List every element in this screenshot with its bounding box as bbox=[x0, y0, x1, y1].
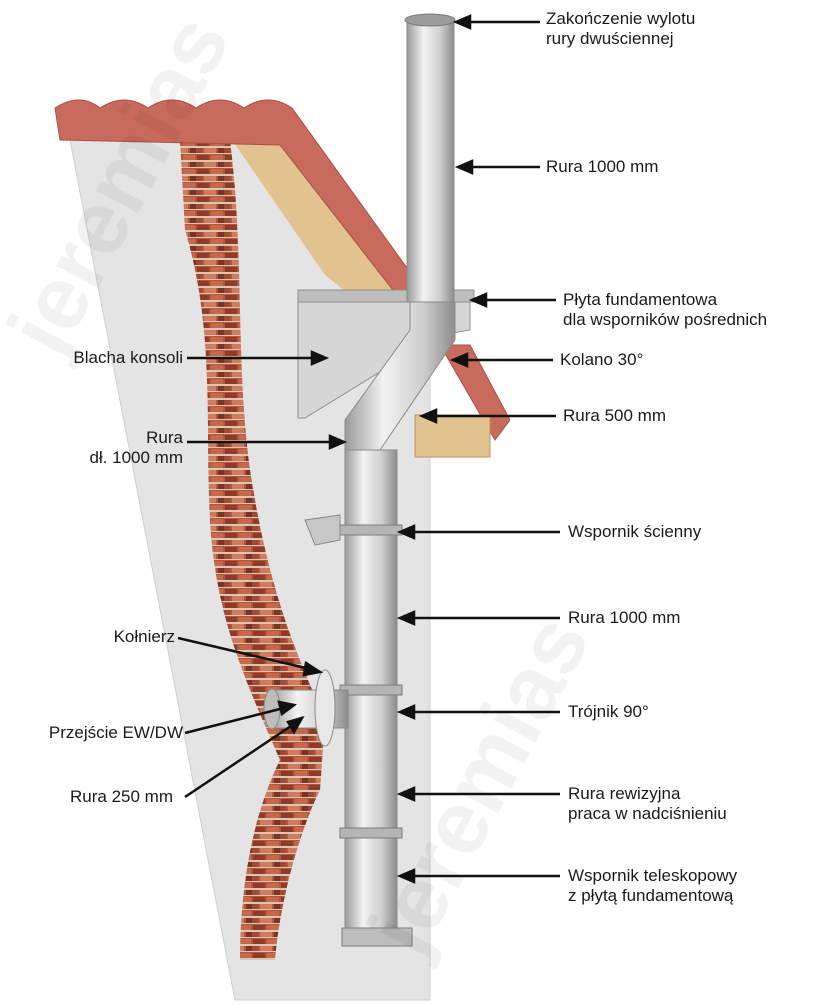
label-pipe-mid: Rura 1000 mm bbox=[568, 608, 681, 627]
leader-lines bbox=[177, 14, 560, 884]
label-elbow: Kolano 30° bbox=[560, 350, 644, 369]
label-pipe-top: Rura 1000 mm bbox=[546, 157, 659, 176]
label-transition: Przejście EW/DW bbox=[48, 723, 183, 742]
foot-plate-shape bbox=[341, 927, 413, 947]
pipe-top-shape bbox=[406, 21, 455, 303]
flange-shape bbox=[314, 669, 336, 747]
label-flange: Kołnierz bbox=[113, 627, 175, 646]
roof-insulation bbox=[232, 140, 430, 335]
cap-rim-shape bbox=[404, 13, 456, 27]
label-pipe-long: Rura dł. 1000 mm bbox=[89, 428, 183, 467]
label-cap: Zakończenie wylotu rury dwuściennej bbox=[546, 9, 696, 48]
label-bracket-sheet: Blacha konsoli bbox=[73, 348, 183, 367]
label-telescopic: Wspornik teleskopowy z płytą fundamentow… bbox=[568, 866, 738, 905]
rafter-block bbox=[414, 414, 491, 458]
wall-support-shape bbox=[304, 514, 341, 546]
label-wall-support: Wspornik ścienny bbox=[568, 522, 702, 541]
brick-wall bbox=[180, 140, 325, 960]
roof-upper bbox=[54, 99, 431, 313]
label-inspection: Rura rewizyjna praca w nadciśnieniu bbox=[568, 784, 727, 823]
label-pipe-250: Rura 250 mm bbox=[70, 787, 173, 806]
label-base-plate: Płyta fundamentowa dla wsporników pośred… bbox=[563, 290, 768, 329]
label-pipe-500: Rura 500 mm bbox=[563, 406, 666, 425]
label-tee: Trójnik 90° bbox=[568, 702, 649, 721]
